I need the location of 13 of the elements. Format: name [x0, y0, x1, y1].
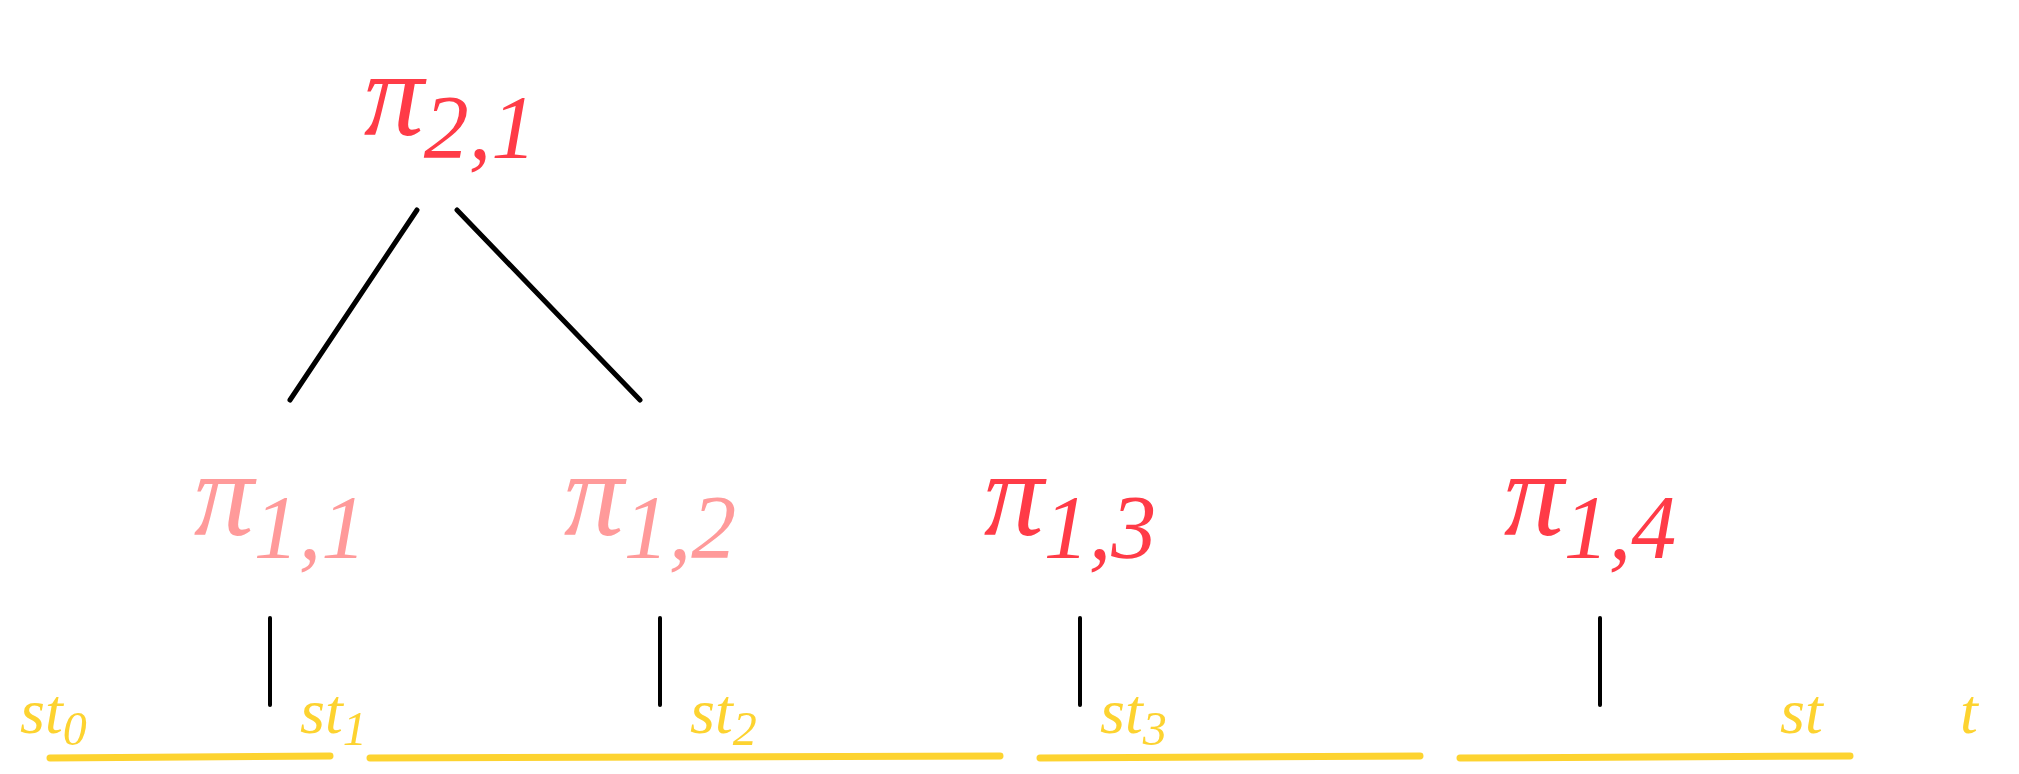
state-label: st [1780, 680, 1823, 744]
connector-line [454, 207, 643, 403]
pi-symbol-label: π$_{1,4}$ [1460, 410, 1720, 580]
pi-symbol-label: π$_{1,1}$ [150, 410, 410, 580]
pi-symbol-label: π$_{2,1}$ [320, 10, 580, 180]
state-label: st$_{0}$ [20, 680, 87, 744]
state-label: st$_{2}$ [690, 680, 757, 744]
pi-symbol-label: π$_{1,2}$ [520, 410, 780, 580]
connector-line [287, 207, 420, 403]
state-label: st$_{1}$ [300, 680, 367, 744]
pi-symbol-label: π$_{1,3}$ [940, 410, 1200, 580]
state-label: t [1960, 680, 1978, 744]
state-label: st$_{3}$ [1100, 680, 1167, 744]
